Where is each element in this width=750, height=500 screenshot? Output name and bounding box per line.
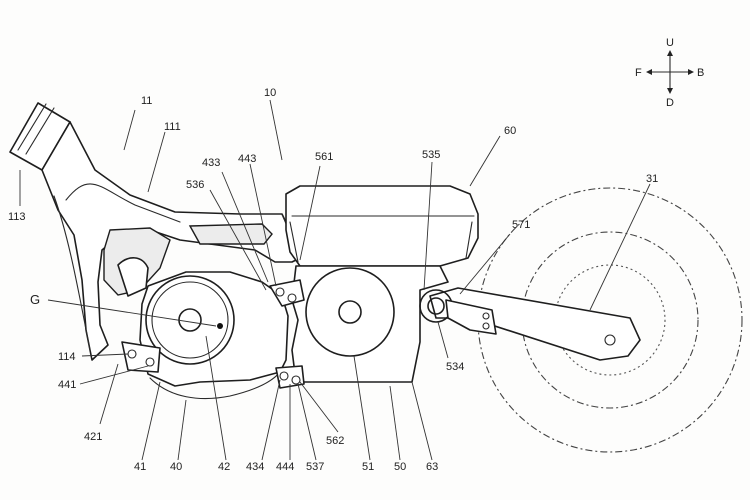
label-50: 50 [394,461,406,473]
label-444: 444 [276,461,294,473]
label-60: 60 [504,125,516,137]
compass-front: F [635,67,642,79]
main-frame [41,121,301,361]
lower-mount [275,365,305,389]
label-534: 534 [446,361,464,373]
label-31: 31 [646,173,658,185]
swing-arm [419,287,641,361]
label-536: 536 [186,179,204,191]
label-41: 41 [134,461,146,473]
label-421: 421 [84,431,102,443]
compass-down: D [666,97,674,109]
label-441: 441 [58,379,76,391]
direction-compass: U D F B [635,37,704,109]
label-111: 111 [164,121,181,133]
label-113: 113 [8,211,26,223]
compass-up: U [666,37,674,49]
label-42: 42 [218,461,230,473]
leader-lines [19,99,651,461]
label-562: 562 [326,435,344,447]
upper-mount [269,279,305,307]
label-561: 561 [315,151,333,163]
label-433: 433 [202,157,220,169]
compass-back: B [697,67,704,79]
front-mount [121,341,161,373]
label-40: 40 [170,461,182,473]
motor-unit [139,271,289,400]
label-537: 537 [306,461,324,473]
label-63: 63 [426,461,438,473]
label-G: G [30,292,40,307]
label-535: 535 [422,149,440,161]
label-571: 571 [512,219,530,231]
label-434: 434 [246,461,264,473]
fuel-tank [285,185,479,267]
label-443: 443 [238,153,256,165]
label-51: 51 [362,461,374,473]
label-114: 114 [58,351,76,363]
label-10: 10 [264,87,276,99]
label-11: 11 [141,95,152,107]
reference-labels: 11 111 113 10 433 443 536 561 535 60 31 … [8,87,658,473]
